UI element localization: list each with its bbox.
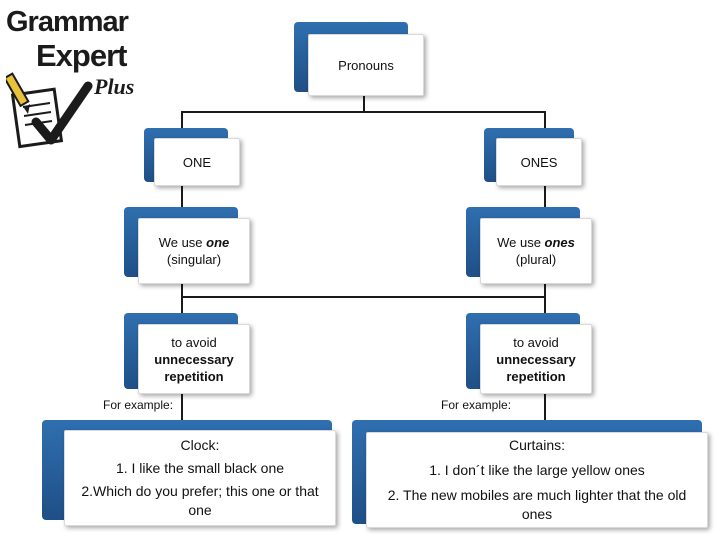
example-label-left: For example: (103, 398, 174, 412)
example-left-heading: Clock: (180, 437, 220, 453)
purpose-right-line2: unnecessary (496, 351, 576, 367)
we-use-ones-prefix: We use (497, 235, 545, 250)
purpose-right-line3: repetition (506, 368, 566, 384)
example-left-line3: one (188, 502, 212, 518)
connector-horizontal-mid (181, 296, 545, 298)
purpose-left-line1: to avoid (171, 334, 217, 350)
connector-left-down-4 (181, 391, 183, 421)
example-left-line2: 2.Which do you prefer; this one or that (81, 483, 319, 499)
logo-text-expert: Expert (36, 38, 127, 73)
purpose-right-line1: to avoid (513, 334, 559, 350)
connector-left-down-1 (181, 111, 183, 131)
we-use-ones-note: (plural) (515, 252, 557, 267)
pronouns-text: Pronouns (338, 57, 394, 73)
we-use-one-note: (singular) (166, 252, 222, 267)
grammar-expert-logo: Grammar Expert Plus (6, 4, 156, 154)
connector-right-down-4 (544, 391, 546, 421)
example-right-line3: ones (521, 506, 553, 522)
we-use-one-prefix: We use (158, 235, 207, 250)
connector-right-down-1 (544, 111, 546, 131)
connector-root-down (363, 96, 365, 112)
purpose-left-line2: unnecessary (154, 351, 234, 367)
example-label-right: For example: (441, 398, 512, 412)
logo-text-grammar: Grammar (6, 6, 129, 38)
we-use-ones-line: We use ones (497, 234, 575, 251)
connector-left-down-2 (181, 184, 183, 208)
connector-right-down-3 (544, 276, 546, 314)
example-right-line1: 1. I don´t like the large yellow ones (429, 462, 645, 478)
one-title: ONE (182, 154, 212, 170)
example-right-line2: 2. The new mobiles are much lighter that… (387, 487, 687, 503)
ones-title: ONES (520, 154, 558, 170)
we-use-ones-word: ones (544, 235, 575, 250)
example-right-heading: Curtains: (508, 437, 566, 453)
we-use-one-word: one (206, 235, 230, 250)
connector-left-down-3 (181, 276, 183, 314)
connector-right-down-2 (544, 184, 546, 208)
pronouns-label: Pronouns (308, 34, 424, 96)
purpose-left-line3: repetition (164, 368, 224, 384)
example-left-line1: 1. I like the small black one (115, 460, 285, 476)
connector-horizontal-top (181, 111, 545, 113)
we-use-one-line: We use one (159, 234, 230, 251)
logo-text-plus: Plus (94, 74, 135, 99)
pencil-checkmark-icon (6, 72, 93, 149)
